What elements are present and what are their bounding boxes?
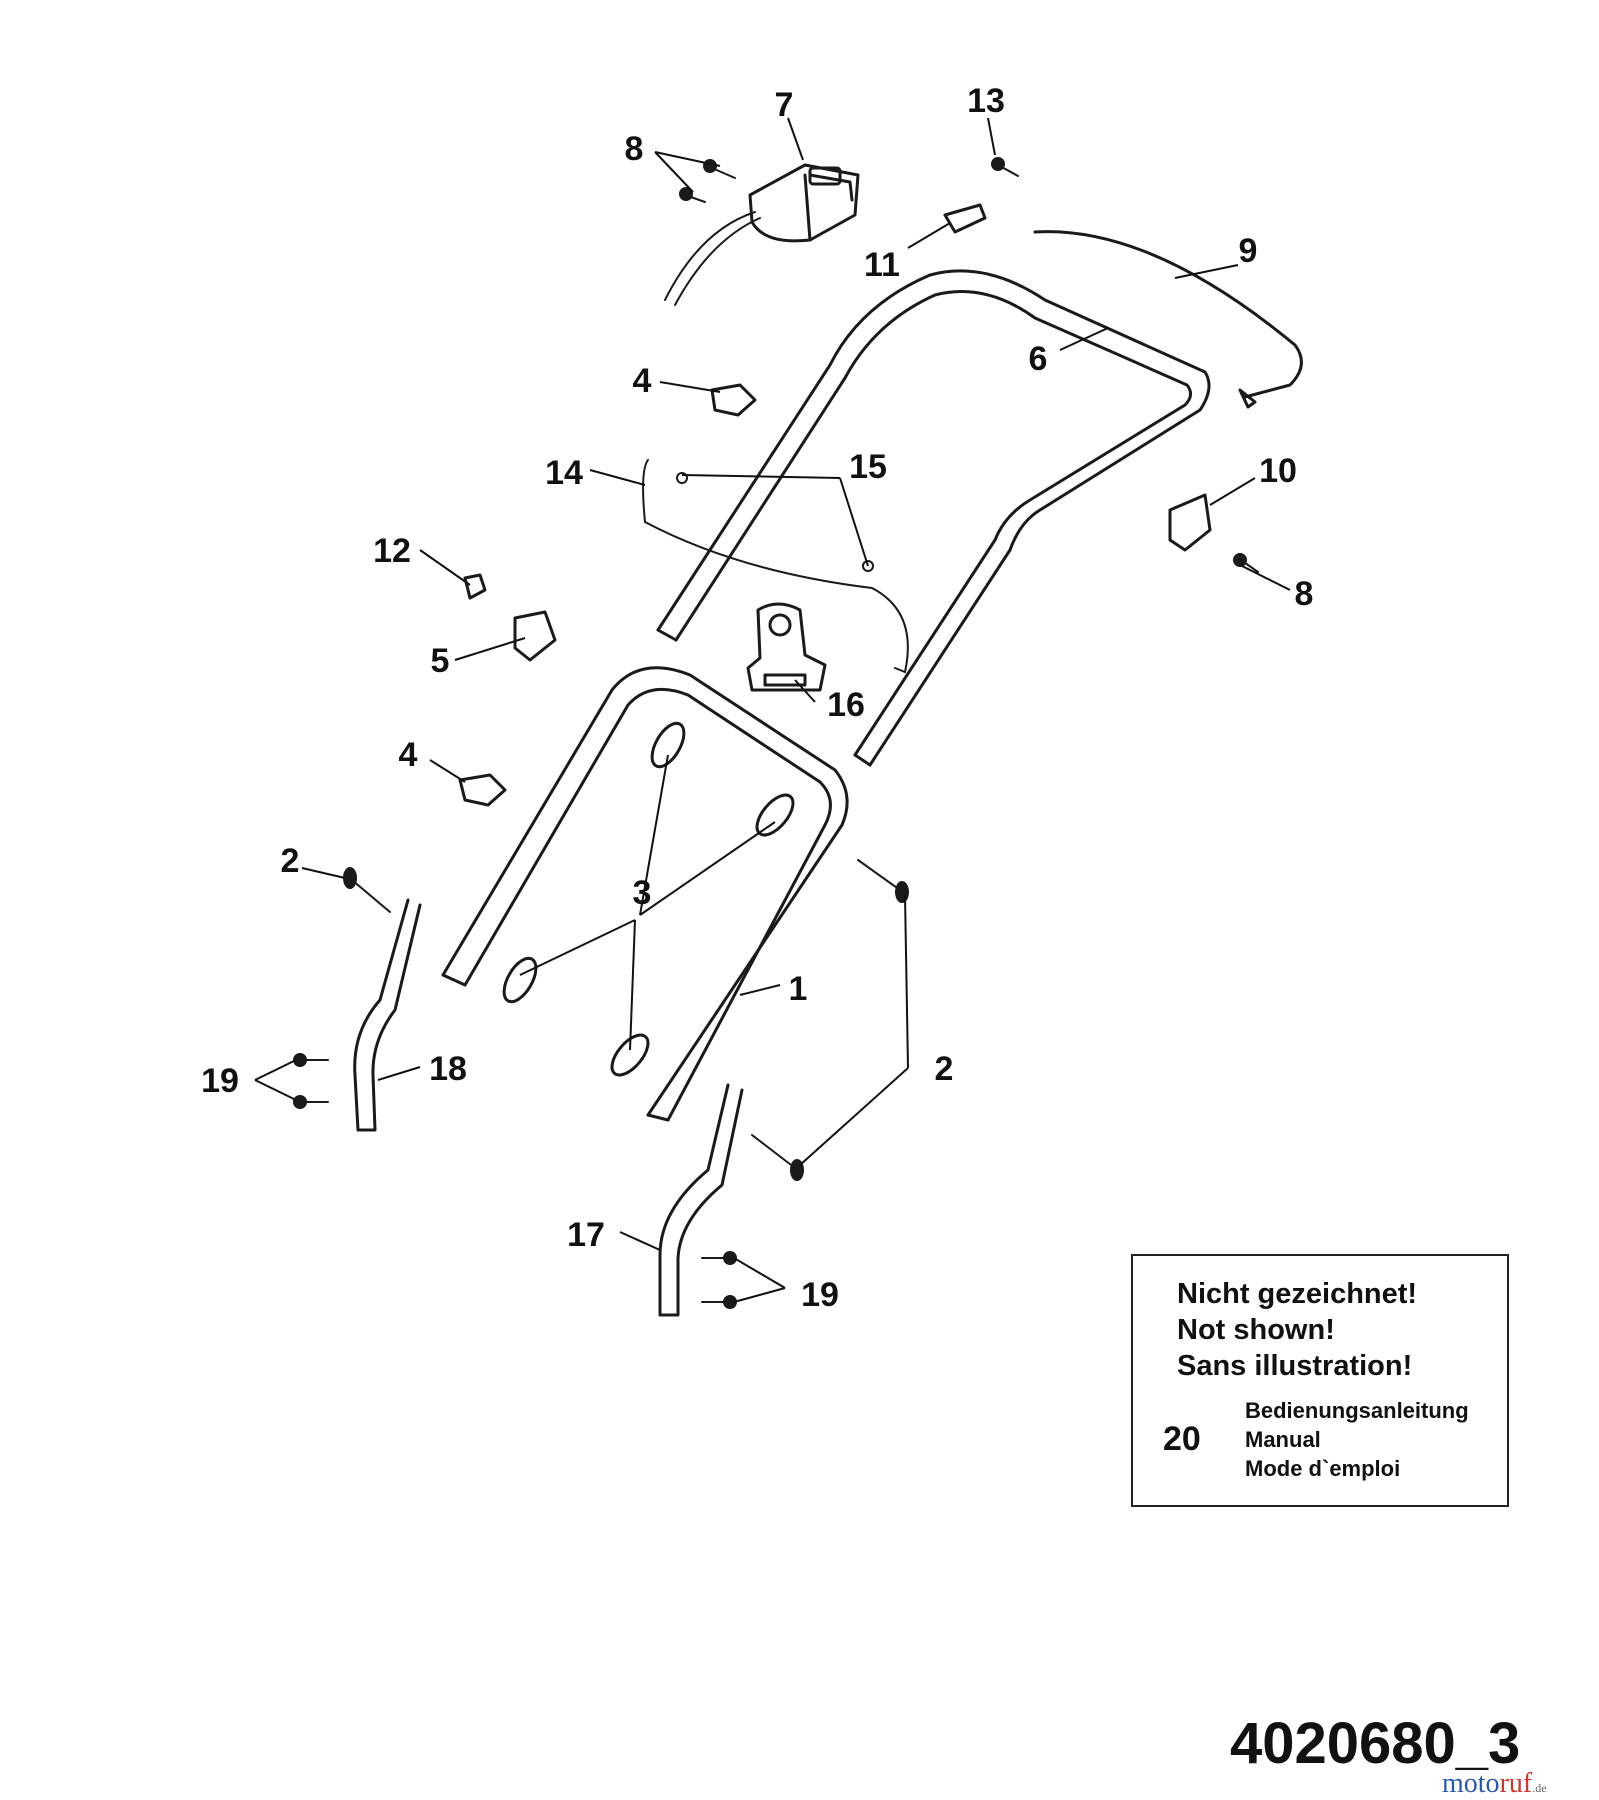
callout-3-upper: 3 bbox=[633, 874, 652, 912]
callout-4-top: 4 bbox=[633, 362, 652, 400]
callout-4-lower: 4 bbox=[399, 736, 418, 774]
right-bracket bbox=[658, 1083, 744, 1317]
callout-16: 16 bbox=[827, 686, 865, 724]
callout-2-left: 2 bbox=[281, 842, 300, 880]
callout-6: 6 bbox=[1029, 340, 1048, 378]
note-german: Nicht gezeichnet! bbox=[1177, 1278, 1418, 1310]
callout-1: 1 bbox=[789, 970, 808, 1008]
note-english: Not shown! bbox=[1177, 1314, 1335, 1346]
cable-guide bbox=[1168, 493, 1212, 552]
callout-19-left: 19 bbox=[201, 1062, 239, 1100]
callout-18: 18 bbox=[429, 1050, 467, 1088]
note-item-english: Manual bbox=[1245, 1427, 1321, 1452]
fasteners bbox=[293, 157, 1259, 1309]
callout-8-top: 8 bbox=[625, 130, 644, 168]
note-item-german: Bedienungsanleitung bbox=[1245, 1398, 1469, 1423]
note-item-french: Mode d`emploi bbox=[1245, 1456, 1401, 1481]
callout-15: 15 bbox=[849, 448, 887, 486]
clamp-upper bbox=[710, 383, 757, 417]
callout-17: 17 bbox=[567, 1216, 605, 1254]
control-rod-end bbox=[1238, 388, 1257, 409]
callout-8-right: 8 bbox=[1295, 575, 1314, 613]
callout-10: 10 bbox=[1259, 452, 1297, 490]
cable-clip-lower bbox=[862, 560, 874, 572]
cable bbox=[642, 459, 909, 674]
cable-clip-upper bbox=[676, 472, 688, 484]
lower-handle-bar bbox=[441, 666, 849, 1122]
cable-hook bbox=[746, 602, 827, 692]
clamp-lower bbox=[458, 773, 507, 807]
switch-box bbox=[664, 163, 860, 306]
star-knob bbox=[463, 573, 487, 600]
callout-9: 9 bbox=[1239, 232, 1258, 270]
callout-11: 11 bbox=[864, 246, 900, 284]
note-item-number: 20 bbox=[1163, 1420, 1201, 1458]
leader-lines bbox=[254, 117, 1291, 1303]
upper-handle-bar bbox=[656, 269, 1211, 767]
watermark-logo: motoruf.de bbox=[1442, 1768, 1547, 1799]
swivel-clip bbox=[943, 203, 987, 234]
left-bracket bbox=[353, 898, 422, 1132]
control-rod bbox=[1033, 230, 1303, 399]
document-number: 4020680_3 bbox=[1230, 1711, 1521, 1776]
callout-7: 7 bbox=[775, 86, 794, 124]
callout-19-right: 19 bbox=[801, 1276, 839, 1314]
bracket-clip bbox=[513, 610, 557, 662]
wing-nuts bbox=[502, 721, 795, 1077]
not-shown-note-box: Nicht gezeichnet! Not shown! Sans illust… bbox=[1131, 1254, 1509, 1507]
callout-2-right: 2 bbox=[935, 1050, 954, 1088]
callout-12: 12 bbox=[373, 532, 411, 570]
callout-5: 5 bbox=[431, 642, 450, 680]
note-french: Sans illustration! bbox=[1177, 1350, 1413, 1382]
callout-14: 14 bbox=[545, 454, 583, 492]
callout-13: 13 bbox=[967, 82, 1005, 120]
